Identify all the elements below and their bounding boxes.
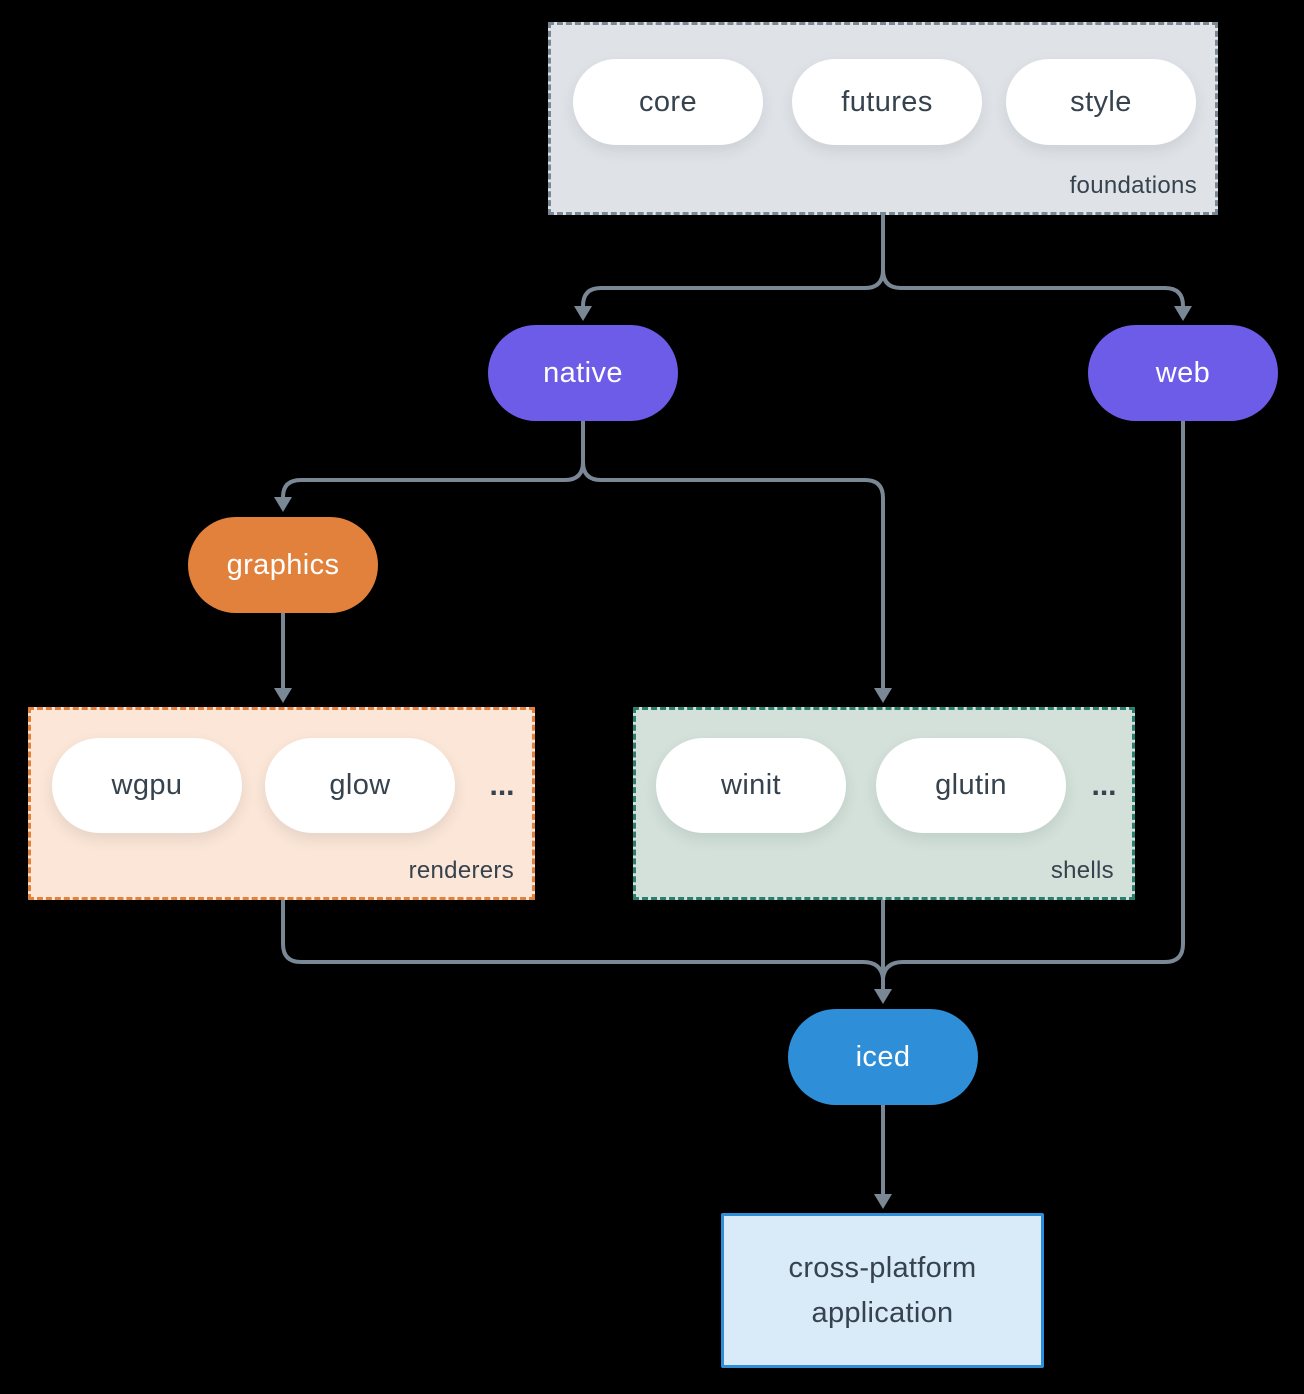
renderers-group-label: renderers xyxy=(408,857,514,884)
node-graphics-label: graphics xyxy=(226,548,340,581)
pill-glow-label: glow xyxy=(329,769,391,801)
pill-style: style xyxy=(1006,59,1196,145)
pill-winit: winit xyxy=(656,738,846,833)
pill-glutin-label: glutin xyxy=(935,769,1007,801)
node-native-label: native xyxy=(543,356,623,389)
pill-winit-label: winit xyxy=(720,769,781,801)
edge-native-shells xyxy=(581,461,885,688)
pill-glow: glow xyxy=(265,738,455,833)
arrow-web xyxy=(1174,306,1192,321)
edge-foundations-native xyxy=(581,269,885,307)
edge-renderers-iced xyxy=(281,900,885,979)
node-web: web xyxy=(1088,325,1278,421)
arrow-graphics xyxy=(274,497,292,512)
foundations-group-label: foundations xyxy=(1069,172,1197,199)
shells-ellipsis: ... xyxy=(1091,768,1117,802)
arrow-renderers xyxy=(274,688,292,703)
edge-foundations-web xyxy=(881,269,1185,307)
node-iced-label: iced xyxy=(855,1040,911,1073)
arrow-shells xyxy=(874,688,892,703)
pill-core: core xyxy=(573,59,763,145)
node-iced: iced xyxy=(788,1009,978,1105)
pill-wgpu: wgpu xyxy=(52,738,242,833)
node-native: native xyxy=(488,325,678,421)
application-label-line2: application xyxy=(811,1296,954,1329)
application-box: cross-platform application xyxy=(721,1213,1044,1368)
edge-web-iced xyxy=(881,421,1185,979)
pill-wgpu-label: wgpu xyxy=(111,769,183,801)
pill-futures: futures xyxy=(792,59,982,145)
arrow-iced xyxy=(874,989,892,1004)
shells-group-label: shells xyxy=(1050,857,1114,884)
arrow-native xyxy=(574,306,592,321)
node-web-label: web xyxy=(1155,356,1211,389)
application-label-line1: cross-platform xyxy=(788,1251,977,1284)
foundations-group: core futures style foundations xyxy=(548,22,1218,215)
pill-glutin: glutin xyxy=(876,738,1066,833)
pill-core-label: core xyxy=(638,85,697,118)
node-graphics: graphics xyxy=(188,517,378,613)
renderers-ellipsis: ... xyxy=(489,768,515,802)
arrow-application xyxy=(874,1194,892,1209)
shells-group: winit glutin ... shells xyxy=(633,707,1135,900)
pill-style-label: style xyxy=(1070,85,1132,118)
pill-futures-label: futures xyxy=(841,85,933,118)
edge-native-graphics xyxy=(281,461,585,498)
renderers-group: wgpu glow ... renderers xyxy=(28,707,535,900)
